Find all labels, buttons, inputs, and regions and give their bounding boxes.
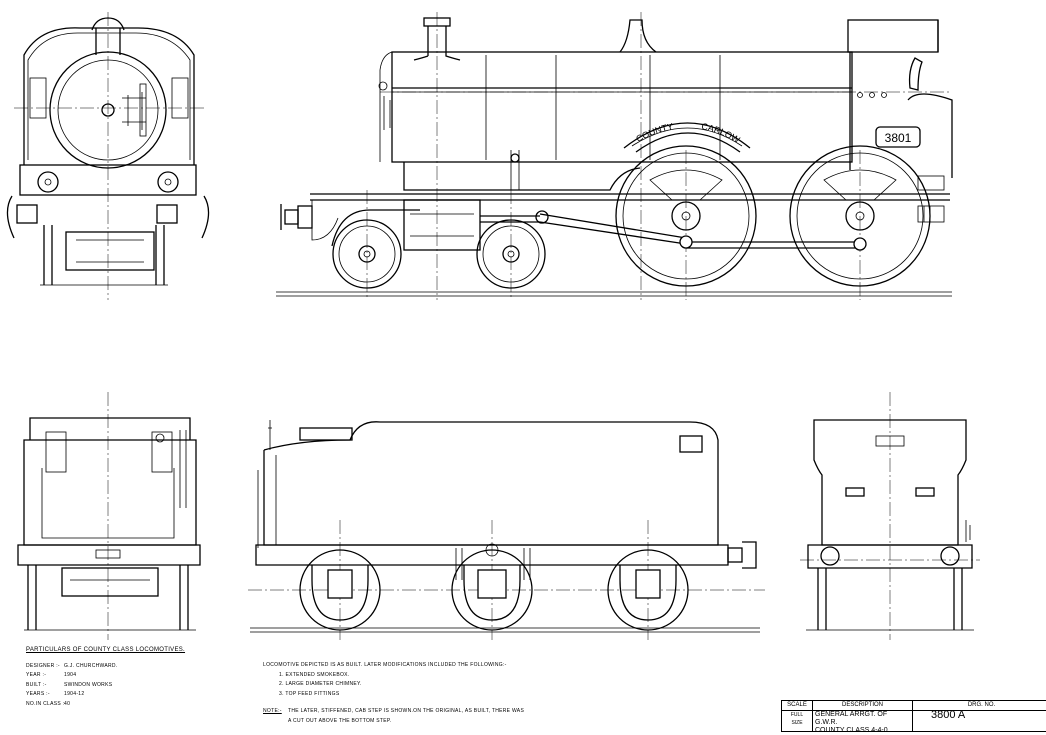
description-line: COUNTY CLASS 4-4-0 [815,727,888,734]
particulars-value: 40 [64,700,71,707]
side-elevation: 3801 COUNTY CARLOW [276,12,953,300]
title-block-scale: SCALE FULL SIZE [782,701,813,731]
particulars-row-number: No.IN CLASS :-40 [26,700,185,710]
particulars-label: BUILT :- [26,681,47,688]
particulars-label: No.IN CLASS :- [26,700,67,707]
tender-side-view [248,420,765,640]
particulars-label: DESIGNER :- [26,662,60,669]
drawing-number-header: DRG. No. [913,701,1046,711]
modifications-intro: LOCOMOTIVE DEPICTED IS AS BUILT. LATER M… [263,662,507,668]
number-plate-text: 3801 [885,131,912,145]
description-header: DESCRIPTION [813,701,912,711]
note-text: THE LATER, STIFFENED, CAB STEP IS SHOWN.… [288,708,525,714]
particulars-label: YEARS :- [26,691,50,697]
title-block-description: DESCRIPTION GENERAL ARRGT. OF G.W.R. COU… [813,701,913,734]
particulars-value: 1904 [64,672,77,678]
scale-header: SCALE [782,701,812,711]
tender-front-view [800,392,980,640]
particulars-title: PARTICULARS OF COUNTY CLASS LOCOMOTIVES. [26,647,186,653]
scale-value: SIZE [791,720,803,726]
modification-item: 1. EXTENDED SMOKEBOX. [279,671,350,678]
particulars-panel: PARTICULARS OF COUNTY CLASS LOCOMOTIVES.… [26,646,185,709]
particulars-value: SWINDON WORKS [64,681,113,688]
nameplate-word-carlow: CARLOW [701,121,742,145]
nameplate-text-2: CARLOW [701,121,742,145]
note-label: NOTE:- [263,708,282,714]
particulars-value: 1904-12 [64,691,85,697]
particulars-row-year: YEAR :- 1904 [26,671,185,681]
drawing-number: 3800 A [931,709,966,721]
note-line: NOTE:- THE LATER, STIFFENED, CAB STEP IS … [263,707,524,717]
description-line: GENERAL ARRGT. OF G.W.R. [815,711,888,726]
particulars-row-built: BUILT :- SWINDON WORKS [26,681,185,691]
particulars-label: YEAR :- [26,672,47,678]
title-block: SCALE FULL SIZE DESCRIPTION GENERAL ARRG… [781,700,1046,734]
modification-item: 3. TOP FEED FITTINGS [279,690,340,697]
particulars-row-years: YEARS :- 1904-12 [26,690,185,700]
scale-value: FULL [790,712,804,718]
particulars-row-designer: DESIGNER :- G.J. CHURCHWARD. [26,662,185,672]
front-elevation [6,12,210,300]
modification-notes: LOCOMOTIVE DEPICTED IS AS BUILT. LATER M… [263,661,524,726]
note-text: A CUT OUT ABOVE THE BOTTOM STEP. [288,717,392,724]
tender-rear-view [17,392,201,640]
modification-item: 2. LARGE DIAMETER CHIMNEY. [279,681,362,687]
title-block-drawing-number: DRG. No. 3800 A [913,701,1046,731]
particulars-value: G.J. CHURCHWARD. [64,662,118,669]
